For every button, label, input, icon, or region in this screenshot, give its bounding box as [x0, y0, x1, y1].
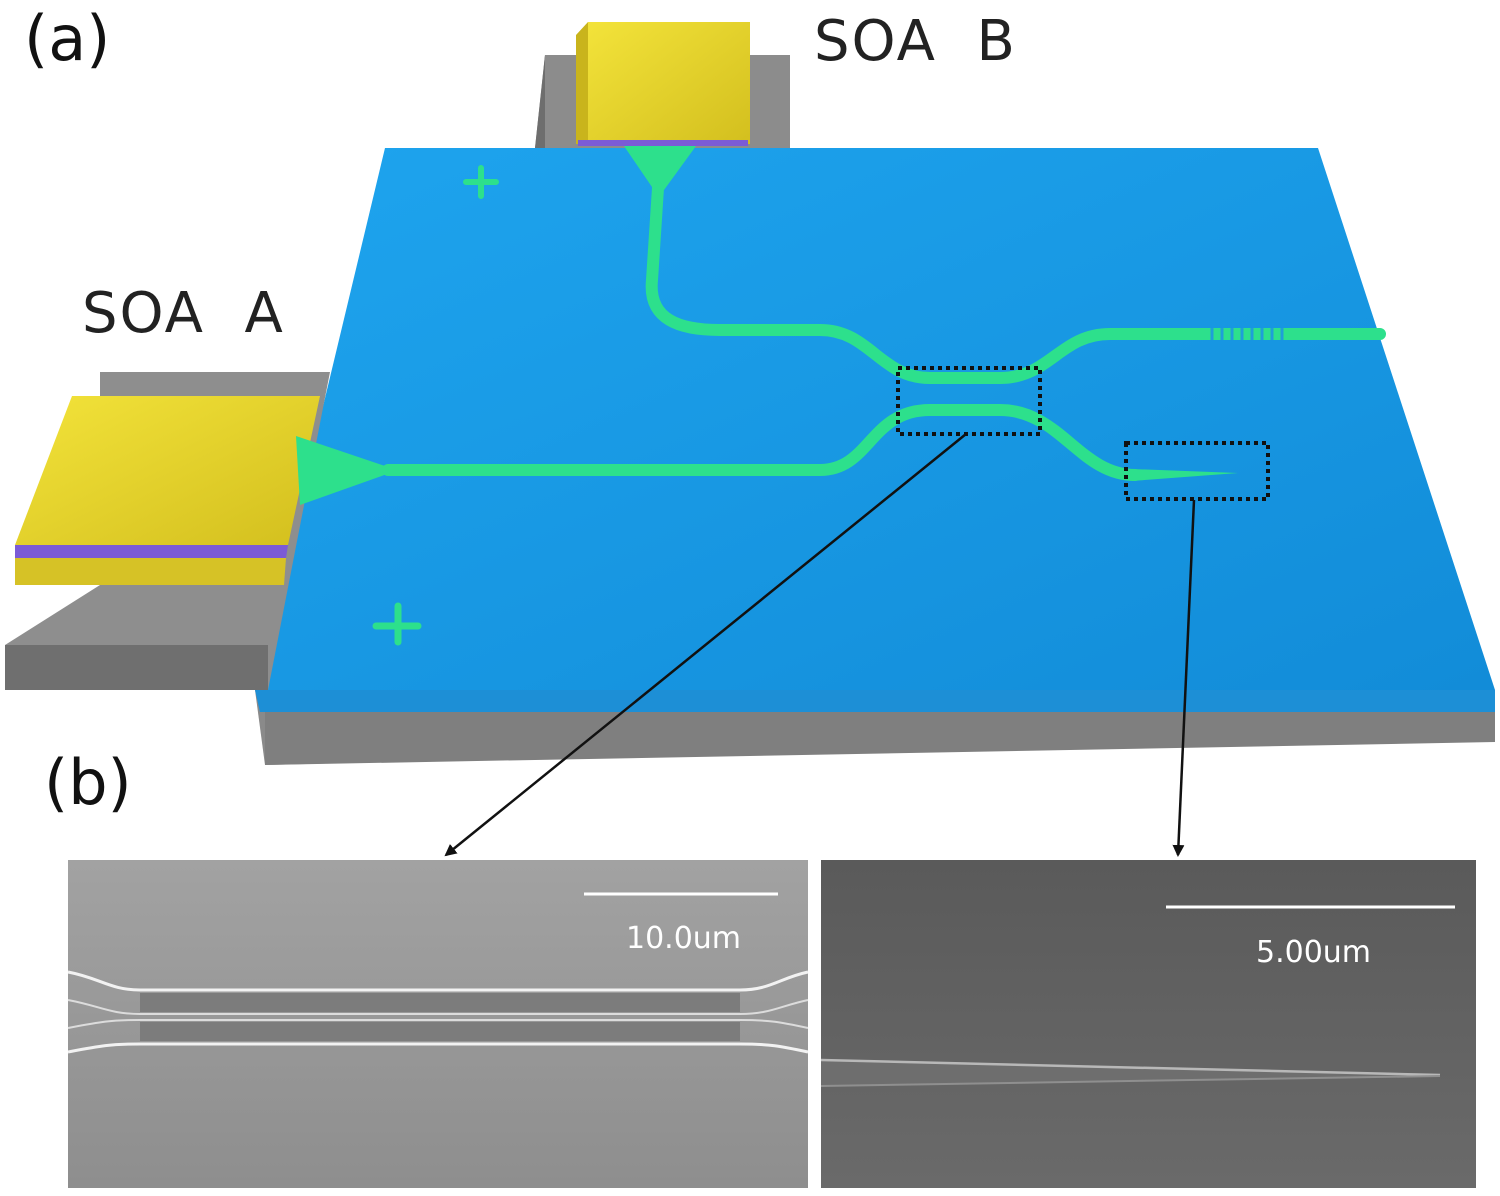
sem-image-taper [820, 860, 1476, 1188]
coupler-lower-edge-inner [67, 1019, 809, 1029]
grating [1210, 328, 1284, 340]
panel-label-a: (a) [24, 2, 111, 75]
alignment-mark-bottom [372, 602, 422, 646]
coupler-lower-edge [67, 1042, 809, 1054]
arrow-to-coupler-sem [444, 433, 967, 857]
sem-image-coupler [67, 860, 809, 1188]
soa-b-active-layer [578, 140, 748, 146]
soa-a-chip-front [15, 558, 286, 585]
soa-b-mount-side [535, 55, 545, 148]
scale-bar-right-label: 5.00um [1256, 935, 1372, 970]
taper-zoom-box [1124, 441, 1270, 501]
coupler-lower-core [140, 1022, 740, 1041]
substrate-top-edge [255, 690, 1495, 712]
taper-sem-edge-bottom [820, 1075, 1441, 1087]
alignment-mark-top [463, 165, 499, 199]
soa-b-chip [588, 22, 750, 144]
panel-label-b: (b) [44, 746, 132, 819]
soa-a-chip-top [15, 396, 320, 545]
arrow-to-taper-sem [1172, 499, 1196, 857]
taper-sem-body [821, 1060, 1440, 1086]
coupler-upper-edge [67, 970, 809, 992]
taper-sem-edge-top [820, 1058, 1441, 1077]
scale-bar-left-label: 10.0um [626, 921, 742, 956]
soa-a-taper [296, 436, 390, 505]
soa-b-chip-side [576, 22, 588, 144]
substrate-top [255, 148, 1495, 690]
waveguides [296, 146, 1386, 646]
soa-a-active-layer [15, 545, 288, 558]
lower-waveguide [382, 404, 1141, 481]
inverse-taper [1132, 469, 1238, 481]
upper-waveguide [645, 182, 1386, 384]
soa-b-label: SOA B [814, 9, 1017, 74]
soa-a-label: SOA A [82, 281, 285, 346]
soa-a-mount-front [5, 645, 268, 690]
coupler-upper-edge-inner [67, 999, 809, 1015]
coupler-upper-core [140, 993, 740, 1012]
soa-b-taper [624, 146, 696, 190]
